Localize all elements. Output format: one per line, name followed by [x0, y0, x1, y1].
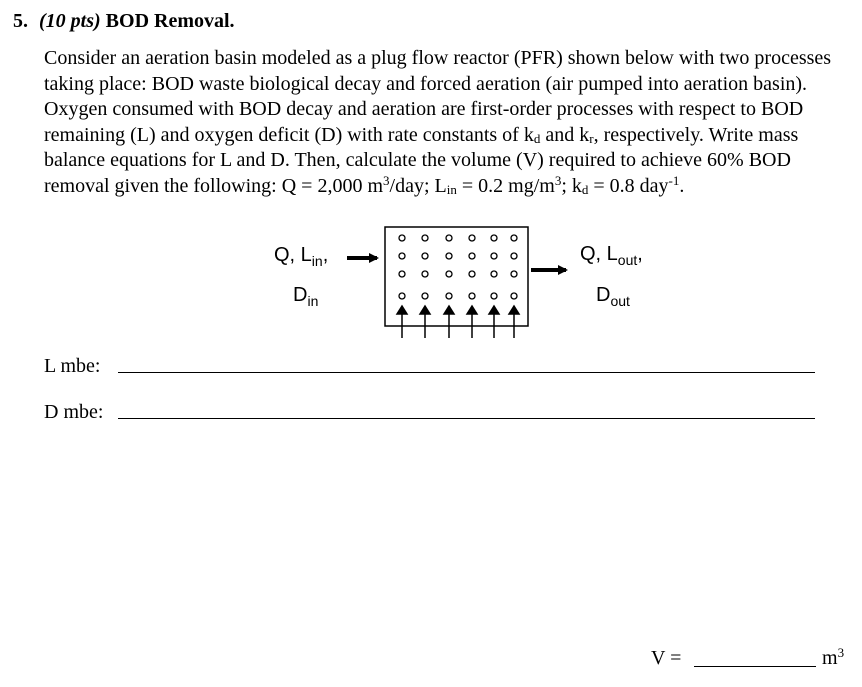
- reactor-box: [384, 226, 529, 327]
- question-heading: 5. (10 pts) BOD Removal.: [13, 8, 235, 34]
- outlet-deficit-label: Dout: [596, 284, 630, 309]
- d-mbe-label: D mbe:: [44, 401, 104, 423]
- d-mbe-answer-line[interactable]: [118, 418, 815, 419]
- question-points: (10 pts): [39, 10, 101, 32]
- question-title: BOD Removal.: [105, 10, 235, 32]
- l-mbe-answer-line[interactable]: [118, 372, 815, 373]
- inlet-deficit-label: Din: [293, 284, 319, 309]
- volume-label: V =: [651, 647, 682, 669]
- problem-statement: Consider an aeration basin modeled as a …: [44, 47, 832, 197]
- inlet-flow-label: Q, Lin,: [274, 244, 329, 269]
- air-bubbles: [398, 234, 518, 300]
- question-number: 5.: [13, 10, 28, 32]
- volume-answer-line[interactable]: [694, 666, 816, 667]
- aeration-arrows: [395, 304, 521, 338]
- l-mbe-label: L mbe:: [44, 355, 101, 377]
- volume-unit: m3: [822, 645, 845, 669]
- outlet-flow-label: Q, Lout,: [580, 243, 643, 268]
